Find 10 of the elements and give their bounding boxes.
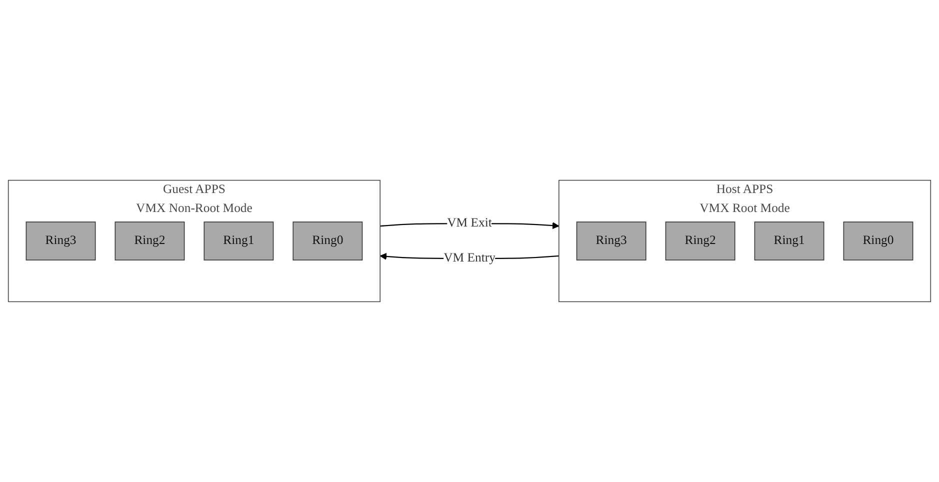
edge-label: VM Entry	[444, 251, 496, 265]
node-box: Ring2	[114, 222, 185, 260]
node-box: Ring2	[665, 222, 736, 260]
node-box: Ring0	[843, 222, 914, 260]
edge-label: VM Exit	[447, 216, 492, 230]
node-box: Ring1	[754, 222, 824, 260]
node-box: Ring3	[26, 222, 96, 260]
node-box: Ring0	[292, 222, 363, 260]
node-box: Ring3	[576, 222, 646, 260]
node-box: Ring1	[204, 222, 274, 260]
